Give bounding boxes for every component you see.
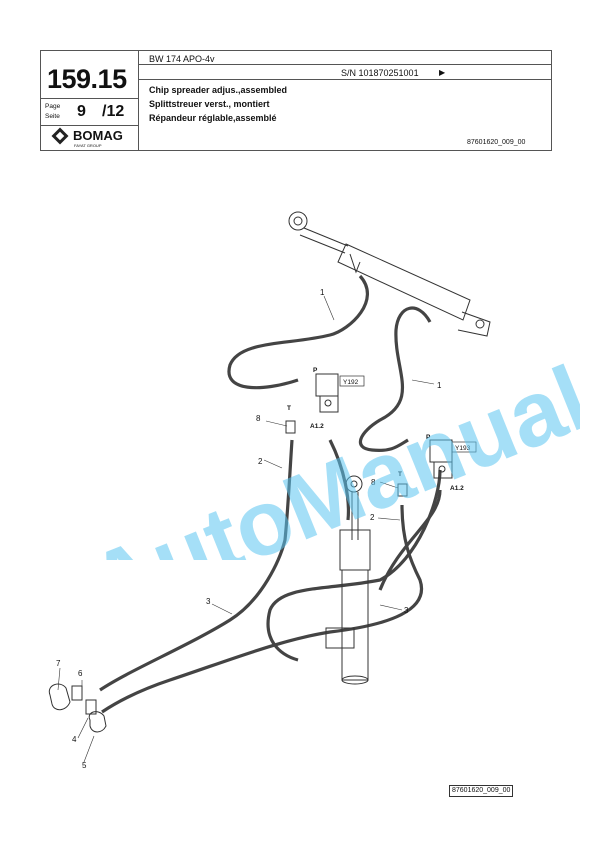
title-french: Répandeur réglable,assemblé bbox=[149, 113, 277, 123]
fitting-8b bbox=[397, 483, 408, 497]
valve-y192 bbox=[315, 373, 339, 413]
title-block-rule bbox=[41, 125, 138, 126]
brand-sub: FAYAT GROUP bbox=[74, 143, 102, 148]
callout-6: 6 bbox=[78, 669, 83, 678]
serial-number: S/N 101870251001 bbox=[341, 68, 419, 78]
bomag-logo-icon: BOMAG FAYAT GROUP bbox=[51, 127, 123, 148]
leader-lines bbox=[57, 295, 435, 763]
title-english: Chip spreader adjus.,assembled bbox=[149, 85, 288, 95]
drawing-reference: 87601620_009_00 bbox=[467, 139, 526, 146]
port-label-a12-1: A1.2 bbox=[310, 423, 324, 430]
bomag-logo: BOMAG FAYAT GROUP bbox=[51, 125, 131, 149]
serial-arrow-icon: ▶ bbox=[439, 68, 446, 77]
fitting-8a bbox=[285, 420, 296, 434]
callout-5: 5 bbox=[82, 761, 87, 770]
callout-8a: 8 bbox=[256, 414, 261, 423]
port-label-t2: T bbox=[398, 471, 402, 478]
callout-3a: 3 bbox=[206, 597, 211, 606]
page-label: Page bbox=[45, 103, 61, 110]
title-block-rule bbox=[138, 79, 552, 80]
group-number: 159.15 bbox=[47, 64, 127, 94]
callout-4: 4 bbox=[72, 735, 77, 744]
lower-cylinder bbox=[325, 475, 371, 685]
valve-label-y192: Y192 bbox=[343, 379, 359, 386]
valve-y193 bbox=[429, 439, 453, 479]
page-total: /12 bbox=[102, 103, 125, 120]
callout-1a: 1 bbox=[320, 288, 325, 297]
callout-8b: 8 bbox=[371, 478, 376, 487]
callout-7: 7 bbox=[56, 659, 61, 668]
callout-1b: 1 bbox=[437, 381, 442, 390]
hose-1-group bbox=[99, 274, 442, 714]
title-block-rule bbox=[41, 98, 138, 99]
title-block-rule bbox=[138, 64, 552, 65]
port-label-t1: T bbox=[287, 405, 291, 412]
upper-cylinder bbox=[288, 211, 491, 337]
port-label-p2: P bbox=[426, 434, 431, 441]
valve-label-box bbox=[451, 441, 477, 453]
title-block-divider bbox=[138, 51, 139, 150]
valve-label-y193: Y193 bbox=[455, 445, 471, 452]
brand-name: BOMAG bbox=[73, 128, 123, 143]
model-name: BW 174 APO-4v bbox=[149, 54, 215, 64]
valve-label-box bbox=[339, 375, 365, 387]
page-label-alt: Seite bbox=[45, 113, 60, 120]
coupling-parts bbox=[48, 683, 107, 733]
footer-drawing-reference: 87601620_009_00 bbox=[449, 785, 514, 797]
title-german: Splittstreuer verst., montiert bbox=[149, 99, 270, 109]
title-block: BW 174 APO-4v S/N 101870251001 ▶ 159.15 … bbox=[40, 50, 552, 151]
callout-2a: 2 bbox=[258, 457, 263, 466]
port-label-p1: P bbox=[313, 367, 318, 374]
port-label-a12-2: A1.2 bbox=[450, 485, 464, 492]
callout-2b: 2 bbox=[370, 513, 375, 522]
exploded-parts-diagram: 1 1 2 2 3 3 4 5 6 7 8 8 P T A1.2 P T A1.… bbox=[48, 211, 491, 770]
callout-3b: 3 bbox=[404, 606, 409, 615]
page-current: 9 bbox=[77, 103, 86, 120]
